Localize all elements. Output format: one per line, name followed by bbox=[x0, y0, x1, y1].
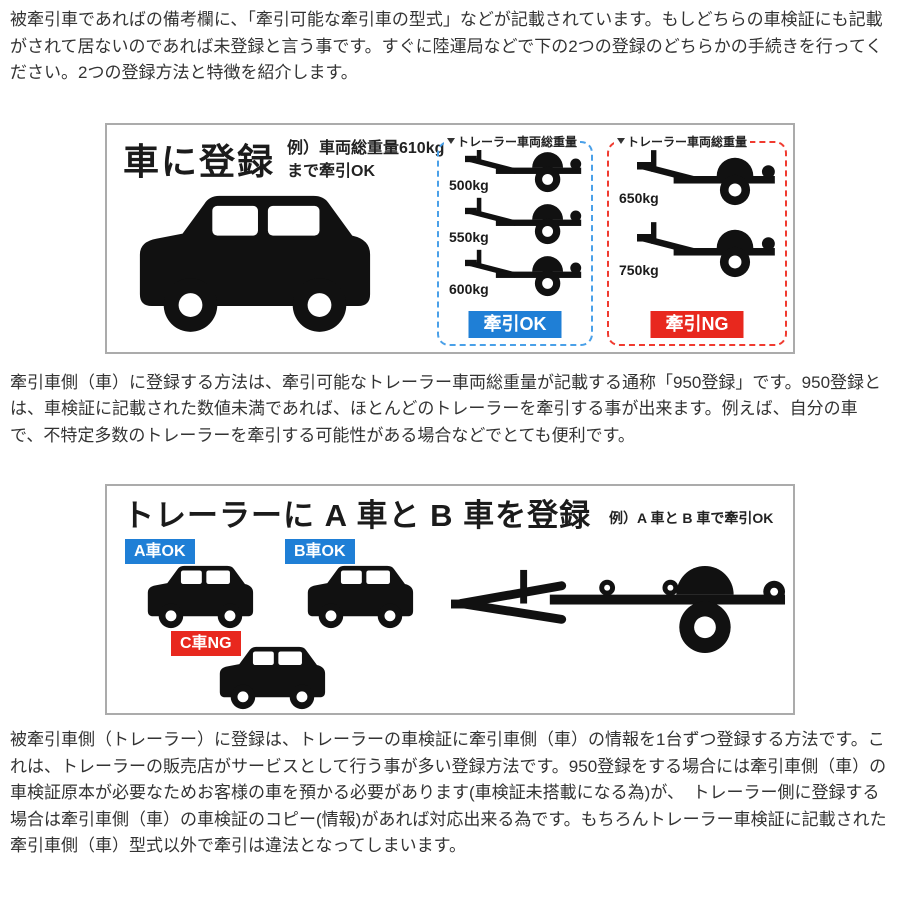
trailer-example-note: 例）A 車と B 車で牽引OK bbox=[609, 510, 774, 526]
boat-trailer-icon bbox=[451, 564, 787, 673]
ok-panel-label-text: トレーラー車両総重量 bbox=[457, 134, 578, 149]
trailer-registration-title: トレーラーに A 車と B 車を登録 bbox=[123, 498, 592, 533]
example-line1: 例）車両総重量610kg bbox=[287, 139, 445, 157]
intro-paragraph: 被牽引車であればの備考欄に、「牽引可能な牽引車の型式」などが記載されています。も… bbox=[10, 10, 883, 82]
car-b-icon bbox=[307, 565, 414, 629]
tow-ng-panel: トレーラー車両総重量 650kg 750kg 牽引NG bbox=[607, 132, 787, 346]
tow-ok-badge: 牽引OK bbox=[468, 311, 562, 338]
car-a-icon bbox=[147, 565, 254, 629]
trailer-weight-label: 650kg bbox=[619, 189, 659, 206]
trailer-row: 500kg bbox=[445, 143, 585, 195]
outro-paragraph: 被牽引車側（トレーラー）に登録は、トレーラーの車検証に牽引車側（車）の情報を1台… bbox=[10, 730, 887, 855]
middle-paragraph: 牽引車側（車）に登録する方法は、牽引可能なトレーラー車両総重量が記載する通称「9… bbox=[10, 372, 882, 445]
ng-panel-label-text: トレーラー車両総重量 bbox=[627, 134, 748, 149]
trailer-weight-label: 600kg bbox=[449, 280, 489, 297]
tow-ng-badge: 牽引NG bbox=[650, 311, 744, 338]
ok-panel-label: トレーラー車両総重量 bbox=[444, 132, 581, 150]
trailer-row: 650kg bbox=[615, 143, 779, 215]
example-line2: まで牽引OK bbox=[287, 162, 376, 180]
trailer-row: 750kg bbox=[615, 215, 779, 287]
ng-panel-label: トレーラー車両総重量 bbox=[614, 132, 751, 150]
suv-car-icon bbox=[139, 195, 371, 332]
car-c-ng-badge: C車NG bbox=[171, 631, 241, 657]
tow-ok-panel: トレーラー車両総重量 500kg 550kg 600kg 牽引OK bbox=[437, 132, 593, 346]
trailer-weight-label: 750kg bbox=[619, 261, 659, 278]
trailer-registration-diagram: トレーラーに A 車と B 車を登録 例）A 車と B 車で牽引OK A車OK … bbox=[105, 484, 795, 715]
car-b-ok-badge: B車OK bbox=[285, 539, 355, 565]
arrow-down-icon bbox=[447, 138, 455, 144]
trailer-row: 550kg bbox=[445, 195, 585, 247]
car-registration-diagram: 車に登録 例）車両総重量610kg まで牽引OK トレーラー車両総重量 500k… bbox=[105, 122, 795, 354]
car-registration-title: 車に登録 bbox=[123, 140, 276, 182]
car-a-ok-badge: A車OK bbox=[125, 539, 195, 565]
trailer-row: 600kg bbox=[445, 247, 585, 299]
example-note: 例）車両総重量610kg まで牽引OK bbox=[287, 137, 444, 183]
trailer-weight-label: 500kg bbox=[449, 176, 489, 193]
arrow-down-icon bbox=[617, 138, 625, 144]
trailer-weight-label: 550kg bbox=[449, 228, 489, 245]
car-c-icon bbox=[219, 646, 326, 710]
